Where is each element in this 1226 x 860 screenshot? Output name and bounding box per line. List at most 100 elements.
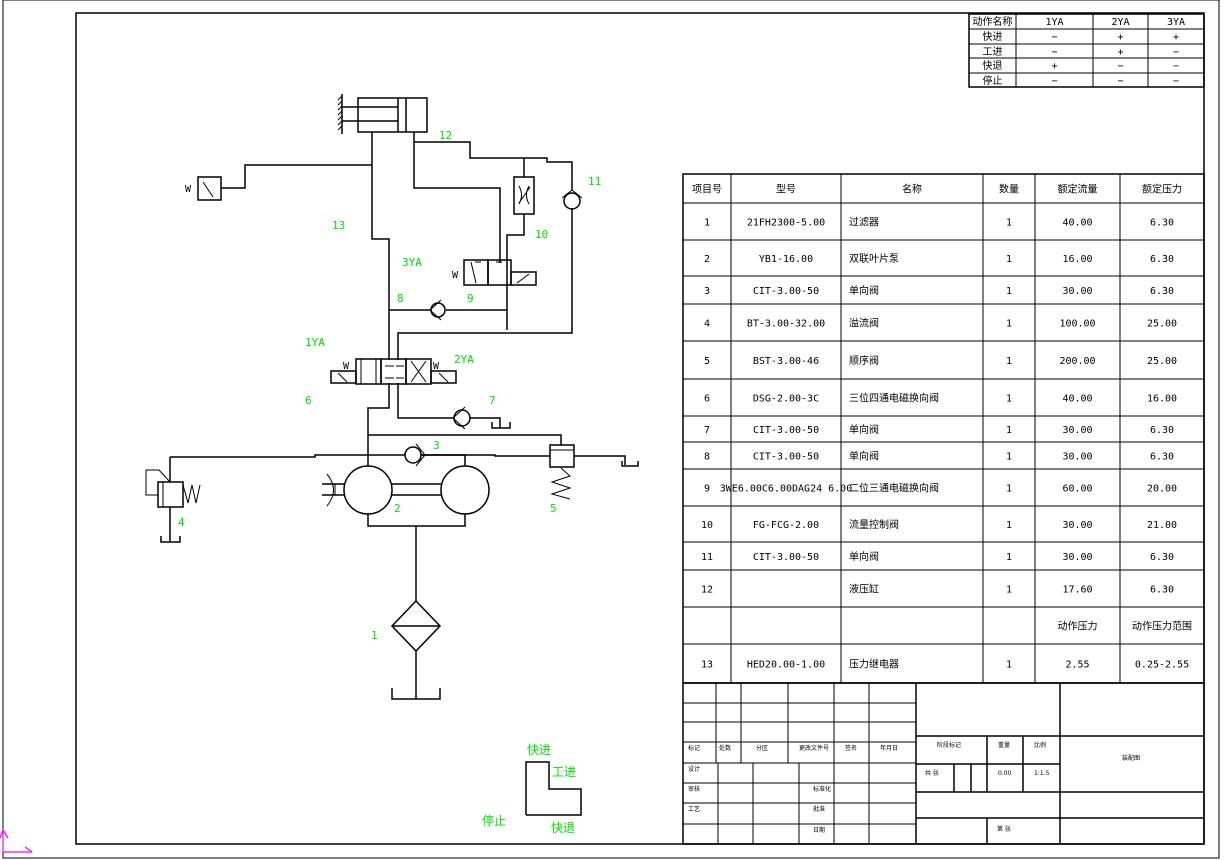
cycle-fast-return: 快退 xyxy=(551,821,575,835)
svg-text:W: W xyxy=(343,361,350,372)
label-13: 13 xyxy=(332,219,345,232)
label-3: 3 xyxy=(433,439,440,452)
action-table-header: 2YA xyxy=(1111,17,1129,28)
parts-table-cell: CIT-3.00-50 xyxy=(753,452,819,463)
directional-valve-6: W W xyxy=(330,358,457,385)
rev-header-zone: 分区 xyxy=(756,744,768,752)
parts-table-cell: 顺序阀 xyxy=(849,354,879,367)
parts-table-header: 名称 xyxy=(902,183,922,196)
pressure-switch-13: W xyxy=(185,176,222,201)
hydraulic-lines xyxy=(169,132,626,699)
parts-table-cell: 6.30 xyxy=(1150,585,1174,596)
label-standardization: 标准化 xyxy=(813,785,831,793)
parts-table-cell: 6.30 xyxy=(1150,425,1174,436)
parts-table-cell: 1 xyxy=(1006,319,1012,330)
label-9: 9 xyxy=(467,292,474,305)
parts-table-cell: 200.00 xyxy=(1059,356,1095,367)
parts-table-cell: BST-3.00-46 xyxy=(753,356,819,367)
check-valve-3 xyxy=(404,443,426,467)
ucs-icon xyxy=(0,828,33,853)
parts-table-cell: 60.00 xyxy=(1062,484,1092,495)
parts-table-header: 额定压力 xyxy=(1142,183,1182,196)
label-6: 6 xyxy=(305,394,312,407)
check-valve-11 xyxy=(561,189,583,210)
parts-table-cell: 3 xyxy=(704,286,710,297)
rev-header-count: 处数 xyxy=(719,744,731,752)
parts-table-cell: 0.25-2.55 xyxy=(1135,660,1189,671)
action-table-cell: 快退 xyxy=(983,60,1003,72)
weight-value: 0.00 xyxy=(998,770,1012,777)
action-table-cell: + xyxy=(1117,32,1123,43)
cycle-diagram: 快进 工进 快退 停止 xyxy=(482,743,582,835)
action-table-header: 1YA xyxy=(1045,17,1063,28)
parts-table-cell: 流量控制阀 xyxy=(849,518,899,531)
parts-table-cell: 1 xyxy=(1006,552,1012,563)
parts-table-cell: 40.00 xyxy=(1062,218,1092,229)
sequence-valve-5 xyxy=(549,444,639,500)
parts-table-cell: 溢流阀 xyxy=(849,317,879,330)
action-table-cell: − xyxy=(1051,47,1057,58)
parts-table-cell: 1 xyxy=(1006,520,1012,531)
parts-table-cell: 2.55 xyxy=(1065,660,1089,671)
parts-table-cell: 6.30 xyxy=(1150,218,1174,229)
parts-table-cell: 16.00 xyxy=(1062,254,1092,265)
label-process: 工艺 xyxy=(688,805,700,813)
parts-table-cell: 9 xyxy=(704,484,710,495)
parts-table-cell: 25.00 xyxy=(1147,319,1177,330)
parts-table-cell: 30.00 xyxy=(1062,520,1092,531)
parts-table-cell: 单向阀 xyxy=(849,284,879,297)
label-7: 7 xyxy=(489,394,496,407)
label-2ya: 2YA xyxy=(454,353,474,366)
parts-table-cell: CIT-3.00-50 xyxy=(753,425,819,436)
label-1: 1 xyxy=(371,629,378,642)
action-table-cell: + xyxy=(1051,61,1057,72)
title-block: 标记 处数 分区 更改文件号 签名 年月日 设计 审核 工艺 标准化 批准 日期… xyxy=(682,682,1205,845)
parts-table-cell: 1 xyxy=(1006,394,1012,405)
parts-table-cell: 6.30 xyxy=(1150,552,1174,563)
parts-table-cell: 单向阀 xyxy=(849,450,879,463)
parts-table-cell: 5 xyxy=(704,356,710,367)
parts-table-header: 项目号 xyxy=(692,184,722,196)
parts-table-cell: 单向阀 xyxy=(849,550,879,563)
parts-table-cell: CIT-3.00-50 xyxy=(753,286,819,297)
parts-table-cell: 1 xyxy=(1006,356,1012,367)
parts-table-cell: 二位三通电磁换向阀 xyxy=(849,482,939,495)
parts-table-cell: 13 xyxy=(701,660,713,671)
parts-table-cell: 3WE6.00C6.00DAG24 6.00 xyxy=(720,484,852,495)
action-table-cell: − xyxy=(1051,76,1057,87)
parts-table-cell: 三位四通电磁换向阀 xyxy=(849,392,939,405)
component-labels: 1 2 3 4 5 6 7 8 9 10 11 12 13 1YA 2YA 3Y… xyxy=(178,129,601,642)
parts-table-cell: 16.00 xyxy=(1147,394,1177,405)
label-11: 11 xyxy=(588,175,601,188)
label-8: 8 xyxy=(397,292,404,305)
double-pump-2 xyxy=(322,465,490,515)
label-2: 2 xyxy=(394,502,401,515)
parts-table-cell: 6.30 xyxy=(1150,452,1174,463)
label-weight: 重量 xyxy=(998,741,1010,749)
parts-table-header: 型号 xyxy=(776,183,796,196)
action-table-cell: − xyxy=(1173,47,1179,58)
action-table-cell: − xyxy=(1051,32,1057,43)
cylinder-12 xyxy=(337,94,428,134)
parts-table-cell: 1 xyxy=(1006,218,1012,229)
parts-table-cell: 动作压力范围 xyxy=(1132,620,1192,633)
filter-1 xyxy=(390,599,442,700)
rev-header-date: 年月日 xyxy=(880,744,898,752)
label-3ya: 3YA xyxy=(402,256,422,269)
parts-table-cell: HED20.00-1.00 xyxy=(747,660,825,671)
label-sheet-number: 第 张 xyxy=(997,825,1011,833)
parts-table-cell: 1 xyxy=(1006,585,1012,596)
svg-text:W: W xyxy=(185,184,192,195)
parts-table-cell: 30.00 xyxy=(1062,452,1092,463)
parts-table-cell: 30.00 xyxy=(1062,425,1092,436)
action-table-cell: 快进 xyxy=(983,31,1003,43)
parts-table-header: 额定流量 xyxy=(1058,183,1098,196)
parts-table-cell: FG-FCG-2.00 xyxy=(753,520,819,531)
parts-table-cell: 液压缸 xyxy=(849,583,879,596)
parts-table-cell: 10 xyxy=(701,520,713,531)
label-date: 日期 xyxy=(813,826,825,834)
